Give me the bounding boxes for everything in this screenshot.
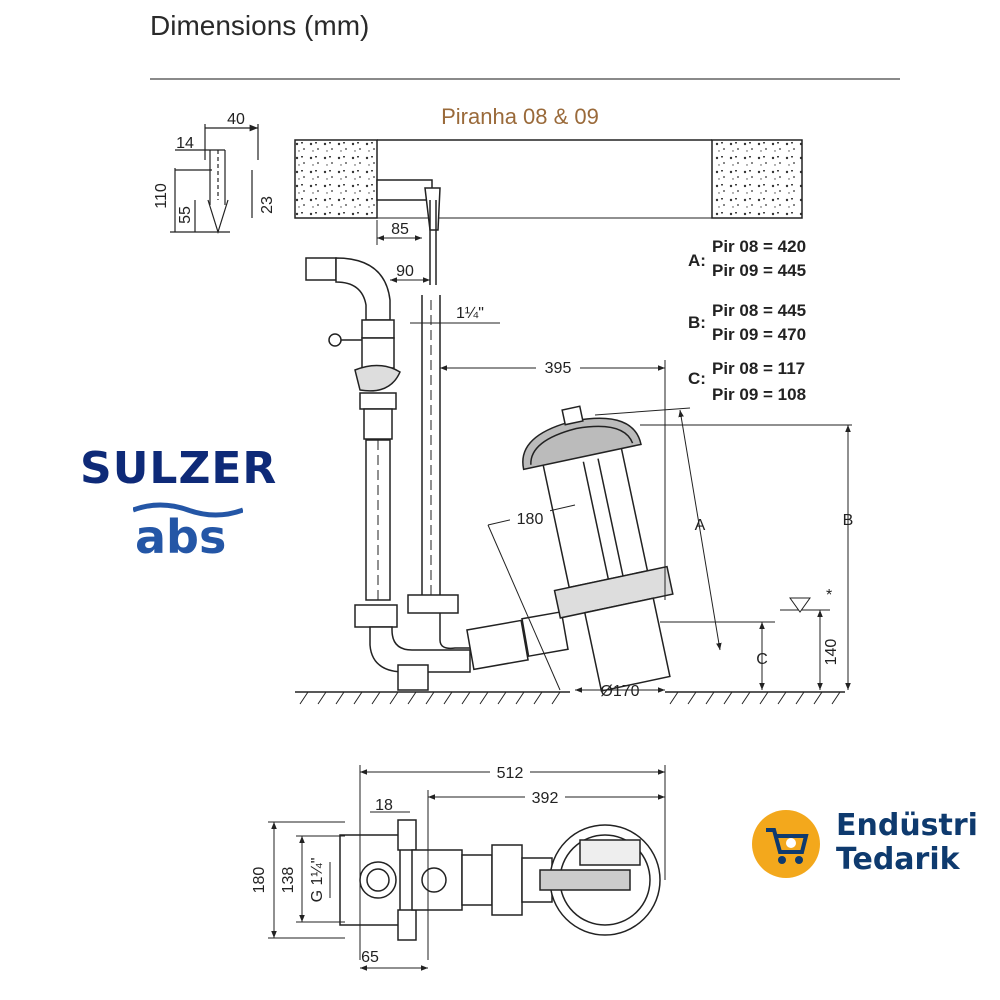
shop-logo: Endüstri Tedarik (750, 808, 990, 888)
dim-395: 395 (545, 360, 572, 377)
dim-g-thread: G 1¼" (309, 858, 326, 903)
dim-1-1-4: 1¼" (456, 305, 484, 322)
legend-a-line1: Pir 08 = 420 (712, 237, 806, 256)
legend-b-letter: B: (688, 313, 706, 332)
title-divider (150, 78, 900, 80)
dim-55: 55 (177, 206, 194, 224)
cart-icon (752, 810, 820, 878)
page-title: Dimensions (mm) (150, 10, 370, 41)
dim-90: 90 (396, 263, 414, 280)
dim-392: 392 (532, 790, 559, 807)
dim-65: 65 (361, 949, 379, 966)
dim-138: 138 (280, 867, 297, 894)
concrete-slab (294, 139, 803, 219)
dim-180-plan: 180 (251, 867, 268, 894)
rail-bracket (376, 179, 441, 285)
legend-a-letter: A: (688, 251, 706, 270)
dim-512: 512 (497, 765, 524, 782)
rail-detail (170, 124, 259, 235)
legend-b-line2: Pir 09 = 470 (712, 325, 806, 344)
dim-180: 180 (517, 511, 544, 528)
dim-23: 23 (259, 196, 276, 214)
dim-c: C (756, 651, 768, 668)
sulzer-logo: SULZER (80, 443, 278, 494)
discharge-pipe (305, 257, 401, 601)
water-level-star: * (826, 587, 832, 604)
guide-rail (421, 295, 441, 600)
legend-a-line2: Pir 09 = 445 (712, 261, 806, 280)
legend-b-line1: Pir 08 = 445 (712, 301, 806, 320)
dim-b: B (843, 512, 854, 529)
dim-110: 110 (153, 183, 170, 209)
wave-icon (133, 502, 243, 518)
pump-unit (522, 405, 674, 692)
abs-logo: abs (133, 500, 243, 570)
dim-14: 14 (176, 135, 194, 152)
dim-diameter-170: Ø170 (600, 683, 639, 700)
plan-dimension-lines (268, 765, 666, 971)
pump-dimension-lines (487, 407, 852, 693)
abs-text: abs (135, 510, 227, 564)
legend-c-letter: C: (688, 369, 706, 388)
dim-18: 18 (375, 797, 393, 814)
legend-c-line2: Pir 09 = 108 (712, 385, 806, 404)
dim-85: 85 (391, 221, 409, 238)
shop-name-line1: Endüstri (836, 808, 978, 843)
dim-40: 40 (227, 111, 245, 128)
plan-view (339, 819, 661, 941)
dim-140: 140 (823, 639, 840, 666)
legend: A: Pir 08 = 420 Pir 09 = 445 B: Pir 08 =… (688, 237, 806, 404)
legend-c-line1: Pir 08 = 117 (712, 359, 805, 378)
floor-line (295, 691, 845, 705)
shop-name-line2: Tedarik (836, 842, 960, 877)
dim-a: A (695, 517, 706, 534)
model-title: Piranha 08 & 09 (441, 104, 599, 129)
duckfoot-base (354, 594, 569, 691)
